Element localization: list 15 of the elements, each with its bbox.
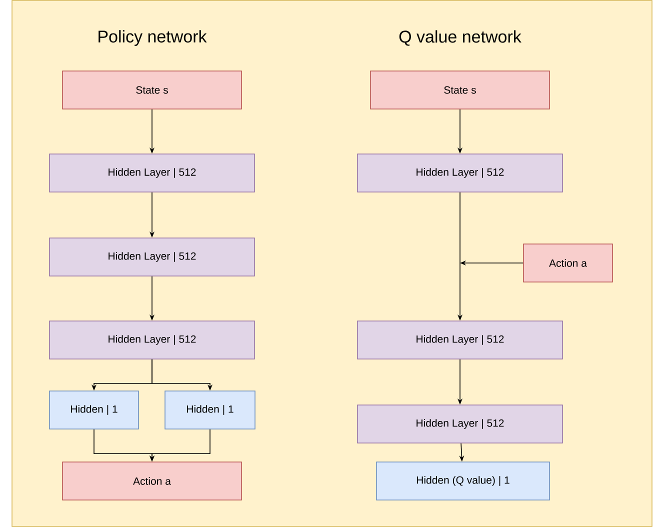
heading: Policy network — [98, 30, 207, 46]
layer-box: Hidden Layer | 512 — [49, 238, 255, 276]
input-box: State s — [62, 70, 242, 110]
heading: Q value network — [399, 30, 522, 46]
output-box: Hidden | 1 — [164, 390, 256, 430]
layer-box: Hidden Layer | 512 — [357, 320, 563, 360]
output-box: Action a — [62, 462, 242, 500]
output-box: Hidden | 1 — [49, 390, 139, 430]
layer-box: Hidden Layer | 512 — [49, 154, 255, 192]
input-box: Action a — [523, 244, 613, 282]
output-box: Hidden (Q value) | 1 — [376, 462, 550, 500]
layer-box: Hidden Layer | 512 — [357, 404, 563, 444]
layer-box: Hidden Layer | 512 — [49, 320, 255, 360]
input-box: State s — [370, 70, 550, 110]
layer-box: Hidden Layer | 512 — [357, 154, 563, 192]
